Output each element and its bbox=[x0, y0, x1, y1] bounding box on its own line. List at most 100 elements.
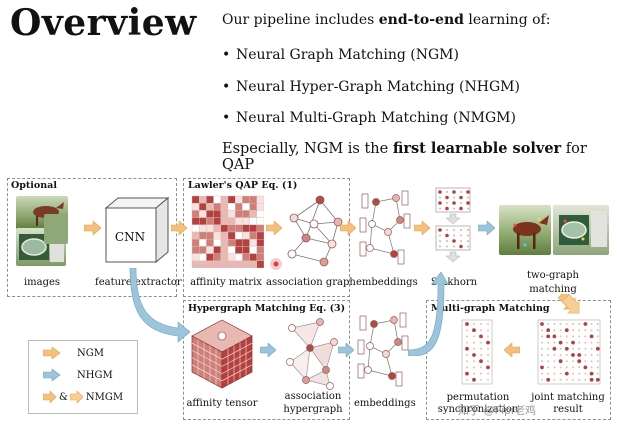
stacked-arrows-icon bbox=[557, 294, 580, 314]
matrix-dot bbox=[553, 360, 556, 363]
matrix-dot bbox=[487, 372, 489, 375]
arrow-left-icon bbox=[504, 343, 520, 357]
matrix-cell bbox=[235, 246, 243, 254]
legend-nhgm: NHGM bbox=[43, 369, 113, 381]
matrix-dot bbox=[578, 323, 581, 325]
matrix-cell bbox=[213, 260, 222, 268]
matrix-dot bbox=[439, 234, 441, 237]
multigraph-box-label: Multi-graph Matching bbox=[431, 303, 550, 314]
matrix-dot bbox=[472, 353, 476, 357]
tensor-grid-line bbox=[191, 364, 223, 382]
matrix-cell bbox=[256, 253, 264, 261]
legend-amp: & bbox=[59, 391, 68, 403]
matrix-dot bbox=[552, 334, 557, 339]
matrix-cell bbox=[227, 224, 236, 233]
matrix-dot bbox=[466, 354, 468, 356]
matrix-cell bbox=[227, 195, 236, 204]
matrix-cell bbox=[227, 202, 236, 211]
two-graph-car-image bbox=[553, 205, 609, 255]
sinkhorn-matrices bbox=[435, 187, 471, 263]
matrix-dot bbox=[578, 329, 581, 332]
matrix-cell bbox=[242, 253, 250, 261]
matrix-dot bbox=[460, 234, 462, 237]
legend-nmgm: & NMGM bbox=[43, 391, 123, 403]
optional-box bbox=[7, 178, 177, 297]
matrix-cell bbox=[191, 210, 200, 218]
bullet-text: Neural Hyper-Graph Matching (NHGM) bbox=[236, 79, 520, 95]
matrix-cell bbox=[220, 202, 229, 211]
summary-bold: first learnable solver bbox=[392, 140, 562, 157]
embeddings-graph-top bbox=[359, 190, 411, 265]
matrix-dot bbox=[467, 207, 469, 210]
matrix-cell bbox=[235, 210, 243, 218]
down-arrow-icon bbox=[445, 251, 461, 263]
caption-association-hypergraph-1: association bbox=[284, 391, 342, 402]
matrix-dot bbox=[578, 372, 581, 375]
orange-arrow-icon bbox=[69, 391, 84, 403]
matrix-dot bbox=[559, 335, 562, 338]
matrix-dot bbox=[446, 191, 448, 193]
matrix-cell bbox=[206, 224, 214, 233]
caption-two-graph-1: two-graph bbox=[527, 270, 579, 281]
matrix-cell bbox=[242, 202, 250, 211]
page-title: Overview bbox=[10, 2, 197, 44]
orange-arrow-icon bbox=[43, 347, 61, 359]
bullet-nhgm: •Neural Hyper-Graph Matching (NHGM) bbox=[222, 79, 520, 95]
matrix-cell bbox=[220, 195, 229, 204]
matrix-dot bbox=[577, 353, 582, 357]
matrix-dot bbox=[578, 347, 581, 350]
matrix-dot bbox=[487, 329, 489, 332]
matrix-cell bbox=[220, 224, 229, 233]
matrix-cell bbox=[249, 239, 257, 247]
matrix-dot bbox=[480, 329, 482, 332]
horse-icon bbox=[513, 215, 549, 249]
matrix-cell bbox=[249, 195, 257, 204]
matrix-cell bbox=[242, 231, 250, 240]
matrix-dot bbox=[553, 354, 556, 356]
matrix-cell bbox=[227, 217, 236, 226]
arrow-right-icon bbox=[478, 221, 496, 235]
matrix-dot bbox=[546, 334, 551, 339]
matrix-cell bbox=[206, 217, 214, 226]
intro-suffix: learning of: bbox=[463, 12, 551, 28]
matrix-dot bbox=[465, 371, 469, 376]
matrix-dot bbox=[565, 360, 568, 363]
matrix-dot bbox=[439, 245, 441, 248]
matrix-cell bbox=[220, 231, 229, 240]
horse-image-small bbox=[44, 214, 68, 244]
matrix-dot bbox=[540, 322, 544, 326]
intro-text: Our pipeline includes end-to-end learnin… bbox=[222, 12, 550, 28]
caption-feature-extractor: feature extractor bbox=[95, 277, 182, 288]
matrix-cell bbox=[249, 260, 257, 268]
bullet-text: Neural Multi-Graph Matching (NMGM) bbox=[236, 110, 516, 126]
matrix-cell bbox=[249, 231, 257, 240]
matrix-dot bbox=[467, 240, 469, 242]
matrix-cell bbox=[198, 246, 207, 254]
matrix-dot bbox=[541, 378, 543, 381]
caption-joint-matching-1: joint matching bbox=[531, 392, 605, 403]
matrix-dot bbox=[559, 323, 562, 325]
matrix-dot bbox=[541, 347, 543, 350]
matrix-dot bbox=[439, 240, 441, 242]
tensor-right-face bbox=[221, 335, 253, 389]
matrix-dot bbox=[595, 377, 600, 382]
matrix-dot bbox=[473, 360, 475, 363]
matrix-dot bbox=[571, 340, 575, 345]
summary-prefix: Especially, NGM is the bbox=[222, 141, 393, 157]
arrow-right-icon bbox=[84, 221, 102, 235]
matrix-cell bbox=[206, 195, 214, 204]
matrix-dot bbox=[453, 245, 455, 248]
matrix-dot bbox=[466, 341, 468, 344]
matrix-dot bbox=[473, 372, 475, 375]
matrix-cell bbox=[256, 239, 264, 247]
caption-embeddings-bottom: embeddings bbox=[354, 398, 416, 409]
caption-joint-matching-2: result bbox=[553, 404, 583, 415]
matrix-dot bbox=[565, 323, 568, 325]
matrix-cell bbox=[191, 224, 200, 233]
matrix-cell bbox=[249, 202, 257, 211]
matrix-dot bbox=[473, 366, 475, 369]
caption-sinkhorn: Sinkhorn bbox=[430, 277, 478, 288]
matrix-dot bbox=[445, 206, 449, 211]
cnn-label: CNN bbox=[114, 230, 146, 244]
matrix-dot bbox=[553, 329, 556, 332]
